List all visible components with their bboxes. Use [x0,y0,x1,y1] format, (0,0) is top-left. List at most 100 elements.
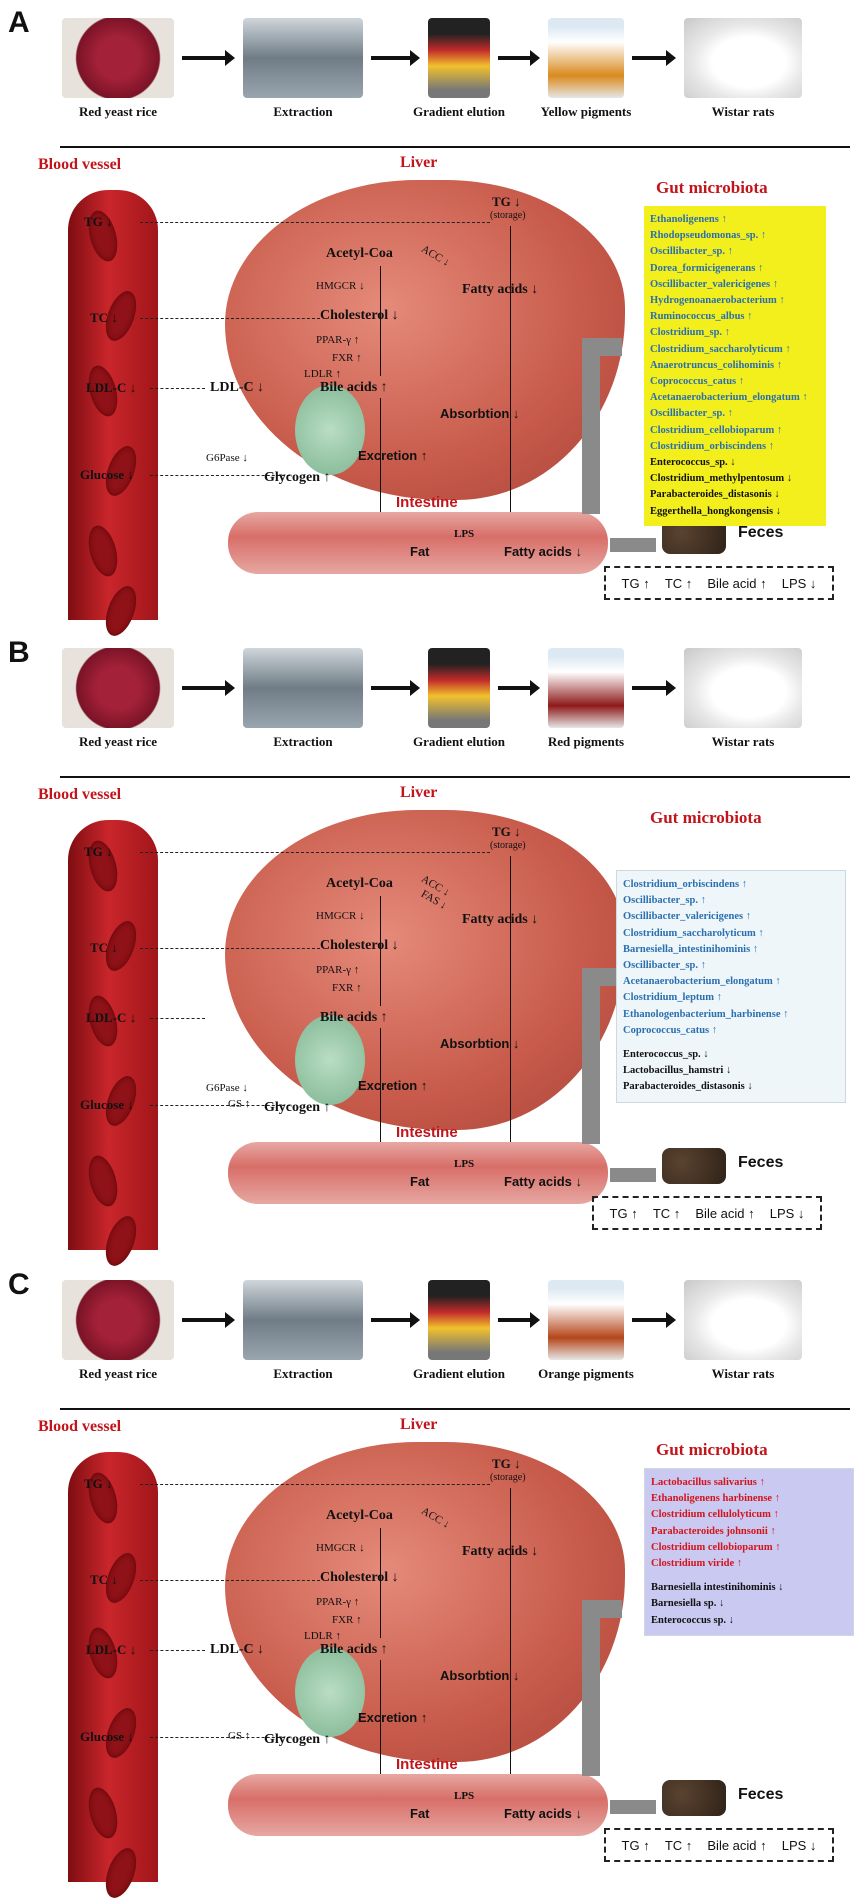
step-arrow [498,1312,540,1328]
gut-increase-item: Hydrogenoanaerobacterium ↑ [650,295,785,307]
bile-acids: Bile acids ↑ [320,1642,388,1657]
feces-arrow [610,538,656,552]
fxr: FXR ↑ [332,982,362,994]
gut-increase-item: Clostridium cellobioparum ↑ [651,1541,781,1553]
step-arrow [371,50,420,66]
excretion: Excretion ↑ [358,448,428,463]
intestine-tube [228,1142,608,1204]
gut-increase-item: Ruminococcus_albus ↑ [650,311,753,323]
gut-increase-item: Rhodopseudomonas_sp. ↑ [650,230,767,242]
feces-arrow [610,1800,656,1814]
bile-acids: Bile acids ↑ [320,380,388,395]
step-caption: Red pigments [547,734,625,749]
g6pase-enzyme: G6Pase ↓ [206,1082,248,1094]
cholesterol: Cholesterol ↓ [320,938,399,953]
intestine-label: Intestine [396,1124,458,1141]
feces-result: TC ↑ [664,575,693,591]
gs-enzyme: GS ↑ [228,1098,251,1110]
blood-vessel-header: Blood vessel [38,786,122,803]
intestine-fat: Fat [410,1174,430,1189]
feces-results-box: TG ↑TC ↑Bile acid ↑LPS ↓ [604,1828,834,1862]
gut-microbiota-header: Gut microbiota [656,1440,768,1459]
blood-ldl-c: LDL-C ↓ [86,380,137,395]
gut-increase-item: Oscillibacter_valericigenes ↑ [650,278,779,290]
gut-increase-item: Clostridium_leptum ↑ [623,992,722,1004]
step-caption: Orange pigments [538,1366,634,1381]
gradient-elution-image [428,648,490,728]
gut-increase-item: Oscillibacter_sp. ↑ [650,408,733,420]
wistar-rat-image [684,1280,802,1360]
tg-link [140,222,490,223]
liver-header: Liver [400,784,438,801]
step-arrow [498,680,540,696]
liver-fatty-acids: Fatty acids ↓ [462,282,539,297]
tc-link [140,948,320,949]
gut-arrow-stem [582,1608,600,1776]
step-caption: Wistar rats [711,1366,775,1381]
step-caption: Extraction [273,1366,333,1381]
gut-increase-item: Ethanologenbacterium_harbinense ↑ [623,1008,789,1020]
gut-decrease-item: Barnesiella intestinihominis ↓ [651,1582,784,1594]
cholesterol: Cholesterol ↓ [320,308,399,323]
intestine-fatty-acids: Fatty acids ↓ [504,544,583,559]
gut-decrease-item: Eggerthella_hongkongensis ↓ [650,505,781,517]
blood-ldl-c: LDL-C ↓ [86,1010,137,1025]
gut-increase-item: Barnesiella_intestinihominis ↑ [623,943,759,955]
step-caption: Extraction [273,104,333,119]
gut-increase-item: Dorea_formicigenerans ↑ [650,262,764,274]
tg-storage: (storage) [490,840,526,851]
tg-link [140,852,490,853]
gut-arrow-stem [582,976,600,1144]
blood-tg: TG ↓ [84,844,113,859]
gradient-elution-image [428,1280,490,1360]
step-caption: Red yeast rice [79,1366,157,1381]
gut-increase-item: Coprococcus_catus ↑ [650,376,745,388]
liver-organ [225,180,625,500]
liver-ldl-c: LDL-C ↓ [210,1642,265,1657]
step-arrow [632,50,676,66]
gut-increase-item: Clostridium_orbiscindens ↑ [650,440,774,452]
extraction-image [243,18,363,98]
blood-tc: TC ↓ [90,1572,118,1587]
panel-label: C [8,1268,30,1301]
absorption: Absorbtion ↓ [440,406,520,421]
ldl-link [150,1018,205,1019]
gut-increase-item: Anaerotruncus_colihominis ↑ [650,359,782,371]
gut-decrease-item: Clostridium_methylpentosum ↓ [650,473,793,485]
red-blood-cell [83,522,123,580]
glycogen: Glycogen ↑ [264,1732,331,1747]
glucose-link [150,1105,290,1106]
extraction-image [243,648,363,728]
gallbladder [295,1015,365,1105]
gut-increase-item: Coprococcus_catus ↑ [623,1024,718,1036]
gut-decrease-item: Lactobacillus_hamstri ↓ [623,1065,732,1077]
gut-increase-item: Oscillibacter_sp. ↑ [623,960,706,972]
extraction-image [243,1280,363,1360]
blood-vessel-header: Blood vessel [38,156,122,173]
gut-microbiota-header: Gut microbiota [656,178,768,197]
acetyl-coa: Acetyl-Coa [326,1508,393,1523]
pigment-jar-image [548,18,624,98]
feces-image [662,1780,726,1816]
liver-fatty-acids: Fatty acids ↓ [462,912,539,927]
ldlr: LDLR ↑ [304,368,341,380]
glucose-link [150,475,290,476]
gut-increase-item: Oscillibacter_valericigenes ↑ [623,911,752,923]
liver-header: Liver [400,154,438,171]
gut-spacer [651,1572,847,1580]
red-blood-cell [83,1152,123,1210]
gut-arrow-top [582,1600,622,1618]
red-yeast-rice-image [62,1280,174,1360]
red-blood-cell [83,1784,123,1842]
pigment-jar-image [548,1280,624,1360]
step-arrow [182,1312,235,1328]
step-caption: Wistar rats [711,104,775,119]
divider-line [60,1408,850,1410]
intestine-lps: LPS [454,528,475,540]
feces-label: Feces [738,1154,784,1171]
feces-result: TC ↑ [652,1205,681,1221]
red-yeast-rice-image [62,18,174,98]
intestine-fatty-acids: Fatty acids ↓ [504,1174,583,1189]
